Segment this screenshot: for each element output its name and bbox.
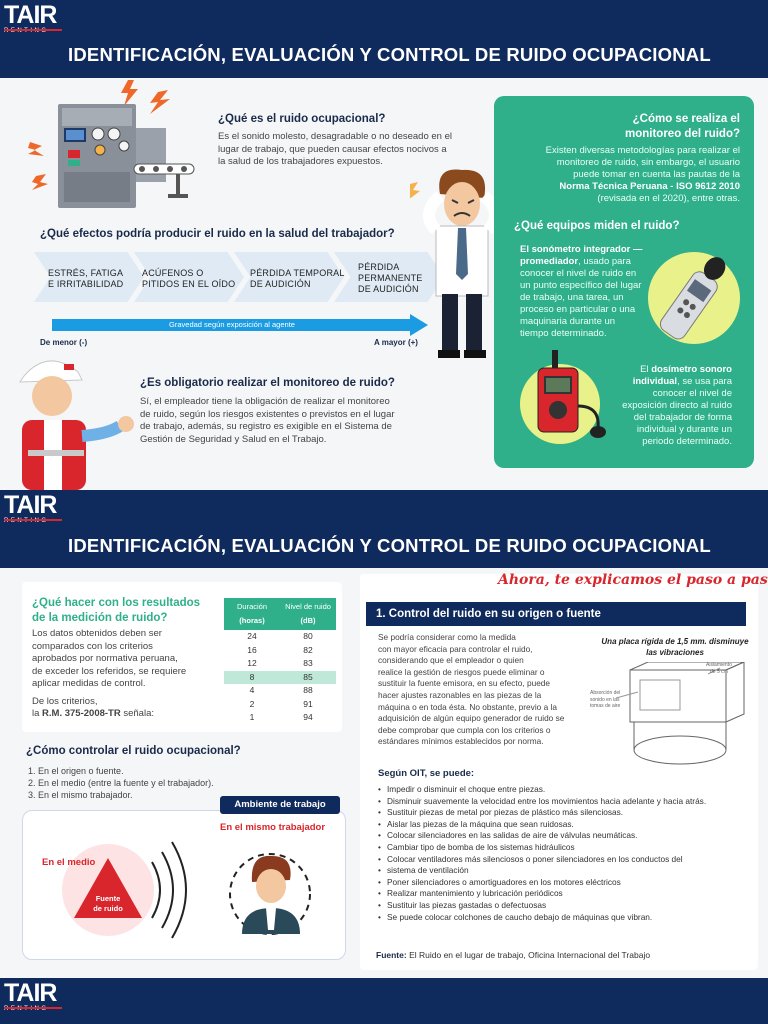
severity-max-label: A mayor (+): [374, 338, 418, 347]
tair-logo: TAIR RENTING: [4, 492, 64, 530]
list-item: Se puede colocar colchones de caucho deb…: [378, 912, 750, 924]
step-1-text: Se podría considerar como la medida con …: [378, 632, 565, 747]
worker-label: En el mismo trabajador: [220, 822, 326, 833]
figure-caption: Una placa rígida de 1,5 mm. disminuye la…: [601, 637, 749, 657]
figure-note-insulation: Aislamiento de 5 cm: [706, 662, 732, 675]
list-item: Poner silenciadores o amortiguadores en …: [378, 877, 750, 889]
mandatory-heading: ¿Es obligatorio realizar el monitoreo de…: [140, 377, 395, 389]
page-title-2: IDENTIFICACIÓN, EVALUACIÓN Y CONTROL DE …: [68, 535, 711, 556]
tair-logo: TAIR RENTING: [4, 980, 64, 1018]
stressed-worker-illustration: [410, 169, 510, 358]
noise-dosimeter-icon: [520, 350, 606, 444]
list-item: Cambiar tipo de bomba de los sistemas hi…: [378, 842, 750, 854]
source-citation: Fuente: El Ruido en el lugar de trabajo,…: [376, 950, 651, 960]
medium-label: En el medio: [42, 857, 96, 868]
effect-chevron: [234, 252, 344, 302]
machine-enclosure-figure: [615, 662, 745, 765]
effect-label-tinnitus: ACÚFENOS O PITIDOS EN EL OÍDO: [142, 268, 236, 289]
list-item: Impedir o disminuir el choque entre piez…: [378, 784, 750, 796]
list-item: Colocar ventiladores más silenciosos o p…: [378, 854, 750, 866]
list-item: Sustituir las piezas gastadas o defectuo…: [378, 900, 750, 912]
page-title: IDENTIFICACIÓN, EVALUACIÓN Y CONTROL DE …: [68, 44, 711, 65]
header-banner-1: TAIR RENTING IDENTIFICACIÓN, EVALUACIÓN …: [0, 0, 768, 78]
results-text: Los datos obtenidos deben ser comparados…: [32, 628, 187, 719]
effects-chevrons: [34, 252, 444, 302]
source-label: Fuente de ruido: [93, 894, 123, 913]
results-heading: ¿Qué hacer con los resultados de la medi…: [32, 597, 201, 624]
list-item: Realizar mantenimiento y lubricación per…: [378, 888, 750, 900]
effect-chevron: [334, 252, 444, 302]
lightning-icon: [121, 80, 138, 106]
effect-label-stress: ESTRÉS, FATIGA E IRRITABILIDAD: [48, 268, 124, 289]
noise-source-diagram: [62, 841, 187, 939]
header-banner-3: TAIR RENTING: [0, 978, 768, 1024]
effect-chevron: [134, 252, 244, 302]
oit-heading: Según OIT, se puede:: [378, 768, 475, 779]
control-list: 1. En el origen o fuente. 2. En el medio…: [28, 766, 214, 800]
list-item: Aislar las piezas de la máquina que sean…: [378, 819, 750, 831]
worker-avatar: [229, 853, 311, 935]
mandatory-text: Sí, el empleador tiene la obligación de …: [140, 396, 395, 445]
header-banner-2: TAIR RENTING IDENTIFICACIÓN, EVALUACIÓN …: [0, 490, 768, 568]
control-heading: ¿Cómo controlar el ruido ocupacional?: [26, 745, 241, 757]
severity-arrow: [52, 319, 412, 331]
effects-heading: ¿Qué efectos podría producir el ruido en…: [40, 228, 395, 240]
safety-worker-illustration: [19, 360, 134, 490]
what-is-text: Es el sonido molesto, desagradable o no …: [218, 131, 452, 167]
list-item: Disminuir suavemente la velocidad entre …: [378, 796, 750, 808]
effect-label-temporary-loss: PÉRDIDA TEMPORAL DE AUDICIÓN: [250, 268, 345, 289]
severity-arrow-label: Gravedad según exposición al agente: [169, 320, 295, 329]
monitoring-text: Existen diversas metodologías para reali…: [545, 145, 740, 204]
list-item: Sustituir piezas de metal por piezas de …: [378, 807, 750, 819]
step-1-title: 1. Control del ruido en su origen o fuen…: [366, 602, 746, 626]
tair-logo: TAIR RENTING: [4, 2, 64, 40]
lightning-icon: [150, 90, 170, 114]
table-header: Duración(horas) Nivel de ruido(dB): [224, 598, 336, 630]
list-item: Colocar silenciadores en las salidas de …: [378, 830, 750, 842]
sonometro-text: El sonómetro integrador — promediador, u…: [520, 244, 643, 339]
oit-measures-list: Impedir o disminuir el choque entre piez…: [378, 784, 750, 923]
lightning-icon: [28, 142, 44, 156]
list-item-continuation: sistema de ventilación: [378, 865, 750, 877]
sound-level-meter-icon: [648, 252, 740, 344]
ambiente-tag: Ambiente de trabajo: [220, 796, 340, 814]
severity-arrow-head: [410, 314, 428, 336]
equipment-heading: ¿Qué equipos miden el ruido?: [514, 220, 680, 232]
monitoring-card: ¿Cómo se realiza el monitoreo del ruido?…: [494, 96, 754, 468]
dosimetro-text: El dosímetro sonoro individual, se usa p…: [622, 364, 732, 447]
noisy-machine-illustration: [28, 80, 195, 208]
what-is-heading: ¿Qué es el ruido ocupacional?: [218, 113, 386, 125]
figure-note-absorption: Absorción del sonido en las tomas de air…: [590, 690, 621, 709]
effect-chevron: [34, 252, 144, 302]
severity-min-label: De menor (-): [40, 338, 88, 347]
monitoring-heading: ¿Cómo se realiza el monitoreo del ruido?: [625, 113, 740, 140]
steps-script-title: Ahora, te explicamos el paso a paso:: [498, 572, 768, 588]
effect-label-permanent-loss: PÉRDIDA PERMANENTE DE AUDICIÓN: [358, 262, 423, 294]
lightning-icon: [32, 174, 48, 190]
